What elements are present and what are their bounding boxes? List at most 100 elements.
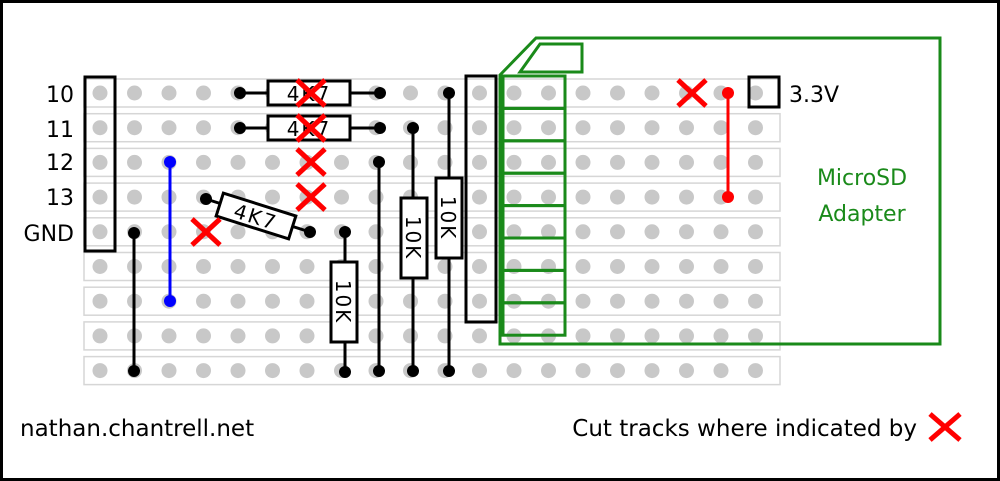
board-hole [403,154,418,170]
board-hole [161,85,177,101]
board-hole [748,224,763,240]
board-hole [610,363,625,379]
sd-adapter-header [464,74,498,324]
board-hole [541,154,556,170]
board-hole [403,293,418,309]
board-hole [644,328,660,344]
board-hole [92,224,108,240]
board-hole [161,120,177,136]
board-hole [161,328,177,344]
board-hole [196,363,211,379]
board-hole [644,189,660,205]
copper-track [83,78,781,108]
board-hole [575,154,591,170]
board-hole [748,120,763,136]
board-hole [644,154,660,170]
board-hole [748,259,763,274]
power-header [747,75,781,109]
board-hole [334,154,349,170]
board-hole [92,259,108,274]
board-hole [368,224,384,240]
board-hole [644,224,660,240]
microsd-adapter: MicroSD Adapter [498,36,942,346]
board-hole [472,328,487,344]
pin-label-12: 12 [46,151,74,176]
board-hole [541,85,556,101]
copper-tracks [83,78,781,386]
board-hole [679,328,694,344]
board-hole [748,328,763,344]
board-hole [644,85,660,101]
board-hole [575,259,591,274]
copper-track [83,251,781,282]
board-hole [472,224,487,240]
pin-label-13: 13 [46,186,74,211]
board-hole [679,293,694,309]
board-hole [127,154,142,170]
board-hole [506,363,522,379]
board-hole [472,293,487,309]
board-hole [506,189,522,205]
board-hole [575,363,591,379]
resistor-r6: 10K [434,176,464,260]
board-hole [541,189,556,205]
copper-track [83,355,781,386]
board-hole [610,189,625,205]
copper-track [83,112,781,143]
wire-end [128,227,140,239]
wire-end [443,365,455,377]
board-hole [92,328,108,344]
board-hole [713,154,729,170]
board-hole [472,154,487,170]
board-hole [161,363,177,379]
wire-end [373,365,385,377]
board-hole [575,189,591,205]
board-hole [748,85,763,101]
cut-mark-x-icon [295,113,327,143]
board-hole [196,259,211,274]
board-hole [506,224,522,240]
microsd-adapter-notch [517,42,584,74]
board-hole [506,85,522,101]
board-hole [368,328,384,344]
microsd-label-line2: Adapter [818,202,906,227]
board-hole [679,259,694,274]
board-hole [748,363,763,379]
copper-track [83,321,781,351]
board-hole [299,363,315,379]
board-hole [230,363,246,379]
board-hole [368,293,384,309]
board-hole [92,363,108,379]
board-hole [472,259,487,274]
credit-text: nathan.chantrell.net [20,416,254,442]
board-hole [679,154,694,170]
pin-label-11: 11 [46,118,74,143]
cut-note-text: Cut tracks where indicated by [572,416,917,442]
board-hole [299,259,315,274]
board-hole [575,120,591,136]
board-hole [403,85,418,101]
board-hole [713,259,729,274]
board-hole [644,293,660,309]
board-hole [575,85,591,101]
cut-mark-x-icon [295,78,327,108]
copper-track [83,286,781,316]
wire-end [722,87,734,99]
wire-end [443,87,455,99]
board-hole [472,85,487,101]
board-hole [127,85,142,101]
board-hole [644,363,660,379]
pin-label-10: 10 [46,83,74,108]
board-hole [679,363,694,379]
board-hole [575,328,591,344]
wire-end [128,365,140,377]
copper-track [83,217,781,247]
board-hole [472,363,487,379]
board-hole [610,224,625,240]
microsd-adapter-outline [498,36,942,346]
power-label: 3.3V [789,83,839,108]
board-hole [541,120,556,136]
wire-end [339,226,351,238]
board-hole [575,224,591,240]
